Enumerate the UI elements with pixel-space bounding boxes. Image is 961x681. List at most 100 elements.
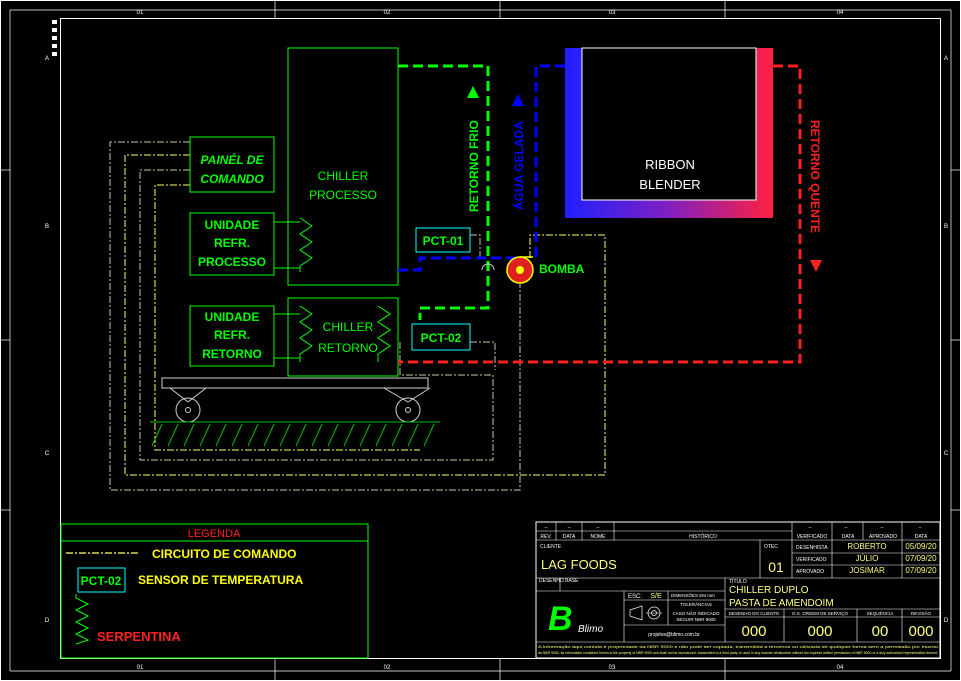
svg-text:–: – (845, 525, 848, 531)
retorno-quente-label: RETORNO QUENTE (808, 120, 822, 233)
titulo-label: TÍTULO (729, 578, 747, 585)
chiller-processo-label-1: CHILLER (318, 169, 369, 183)
tolerancias-label: TOLERÂNCIAS (680, 601, 712, 607)
value-desenho-cliente: 000 (741, 623, 766, 640)
date-desenhista: 05/09/20 (905, 542, 937, 551)
rev-header-rev: REV. (540, 534, 551, 540)
pipe-agua-gelada (398, 64, 565, 272)
chiller-retorno: CHILLER RETORNO (287, 297, 399, 377)
painel-comando: PAINÉL DE COMANDO (189, 136, 275, 193)
row-label-a-right: A (944, 56, 948, 62)
person-desenhista: ROBERTO (847, 542, 886, 551)
desenho-base-label: DESENHO BASE (539, 578, 579, 584)
row-label-b-left: B (45, 224, 49, 230)
rev-header-data: DATA (563, 534, 576, 540)
flow-label-retorno-frio: RETORNO FRIO (467, 86, 481, 212)
agua-gelada-label: ÁGUA GELADA (511, 121, 526, 210)
svg-text:–: – (545, 525, 548, 531)
svg-text:–: – (597, 525, 600, 531)
value-revisao: 000 (908, 623, 933, 640)
unidade-retorno-label-2: REFR. (214, 328, 250, 342)
sensor-pct02: PCT-02 (411, 323, 471, 351)
pipe-retorno-frio (398, 64, 490, 320)
disclaimer-line-1: A informação aqui contida é propriedade … (538, 645, 938, 649)
row-label-b-right: B (944, 224, 948, 230)
col-label-2-top: 02 (384, 10, 391, 16)
rev-header-nome: NOME (591, 534, 607, 540)
row-label-d-right: D (944, 618, 949, 624)
pct01-label: PCT-01 (423, 234, 464, 248)
bomba-label: BOMBA (539, 262, 585, 276)
unidade-retorno-label-1: UNIDADE (205, 310, 260, 324)
approval-header-verificado: VERIFICADO (797, 534, 828, 540)
chiller-processo: CHILLER PROCESSO (287, 47, 399, 286)
ribbon-blender: RIBBON BLENDER (565, 47, 773, 218)
unidade-processo-label-3: PROCESSO (198, 255, 266, 269)
chiller-retorno-label-2: RETORNO (318, 341, 378, 355)
approval-header-aprovado: APROVADO (869, 534, 897, 540)
projection-symbol-icon (629, 605, 662, 621)
otec-label: OTEC (764, 544, 778, 550)
row-label-d-left: D (45, 618, 50, 624)
role-verificado: VERIFICADO (796, 557, 827, 563)
header-revisao: REVISÃO (911, 610, 932, 616)
chiller-processo-label-2: PROCESSO (309, 188, 377, 202)
legend-serpentina-label: SERPENTINA (97, 629, 181, 644)
person-aprovado: JOSIMAR (849, 566, 885, 575)
titulo-line-2: PASTA DE AMENDOIM (729, 598, 834, 609)
col-label-4-top: 04 (837, 10, 844, 16)
person-verificado: JÚLIO (856, 554, 879, 563)
ground-hatch (150, 421, 440, 447)
painel-label-2: COMANDO (200, 172, 264, 186)
tolerancias-note-2: SEGUIR NBR 9000 (676, 617, 716, 622)
svg-text:–: – (919, 525, 922, 531)
flow-label-retorno-quente: RETORNO QUENTE (808, 120, 822, 272)
col-label-4-bottom: 04 (837, 665, 844, 671)
col-label-1-bottom: 01 (137, 665, 144, 671)
role-desenhista: DESENHISTA (796, 545, 828, 551)
otec-value: 01 (768, 559, 784, 575)
row-label-c-left: C (45, 451, 50, 457)
legend-serpentina-icon (74, 594, 90, 645)
bomba-pump: BOMBA (506, 256, 585, 284)
email-text: projetos@blimo.com.br (648, 632, 700, 638)
title-block: – – – – – – – REV. DATA NOME HISTÓRICO V… (535, 521, 941, 659)
date-verificado: 07/09/20 (905, 554, 937, 563)
svg-text:–: – (568, 525, 571, 531)
retorno-frio-label: RETORNO FRIO (467, 120, 481, 212)
date-aprovado: 07/09/20 (905, 566, 937, 575)
unidade-processo-label-2: REFR. (214, 236, 250, 250)
flow-label-agua-gelada: ÁGUA GELADA (511, 94, 526, 210)
logo-mark: B (548, 600, 573, 638)
header-desenho-cliente: DESENHO DO CLIENTE (729, 611, 780, 616)
blimo-logo: B Blimo (548, 600, 603, 638)
dimensoes-note: DIMENSÕES EM mm (671, 592, 715, 598)
col-label-3-top: 03 (609, 10, 616, 16)
ribbon-label-1: RIBBON (645, 157, 695, 172)
control-circuit (109, 141, 606, 491)
row-label-c-right: C (944, 451, 949, 457)
approval-header-data: DATA (842, 534, 855, 540)
refrigerant-lines (274, 221, 300, 359)
value-ordem-servico: 000 (807, 623, 832, 640)
serpentina-coils (299, 217, 391, 362)
value-sequencia: 00 (872, 623, 889, 640)
sheet-grid-labels: 01 02 03 04 01 02 03 04 A B C D A B C D (45, 10, 949, 671)
agua-gelada-arrow-icon (512, 94, 524, 106)
pct02-label: PCT-02 (421, 331, 462, 345)
pipe-retorno-quente (398, 64, 802, 364)
legend-title: LEGENDA (188, 528, 241, 540)
col-label-2-bottom: 02 (384, 665, 391, 671)
svg-text:–: – (881, 525, 884, 531)
legend-sensor-label: SENSOR DE TEMPERATURA (138, 573, 303, 587)
unidade-retorno-label-3: RETORNO (202, 347, 262, 361)
col-label-3-bottom: 03 (609, 665, 616, 671)
chiller-retorno-label-1: CHILLER (323, 320, 374, 334)
tolerancias-note: CASO NÃO INDICADO (672, 610, 720, 616)
rev-header-historico: HISTÓRICO (689, 533, 717, 540)
unidade-refr-processo: UNIDADE REFR. PROCESSO (189, 212, 275, 276)
legend-circuito-label: CIRCUITO DE COMANDO (152, 547, 296, 561)
legend: LEGENDA CIRCUITO DE COMANDO PCT-02 SENSO… (60, 523, 369, 659)
